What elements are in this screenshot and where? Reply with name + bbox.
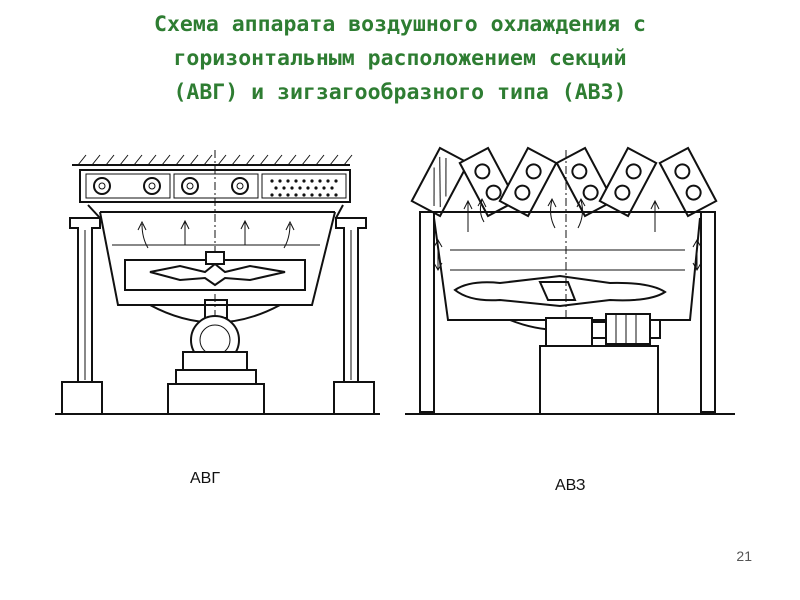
page-number: 21: [736, 548, 752, 564]
avg-electric-motor: [167, 299, 265, 415]
avz-electric-motor: [539, 313, 661, 415]
avz-diagram: [405, 146, 735, 415]
title-line-2: горизонтальным расположением секций: [173, 46, 627, 71]
caption-avz: АВЗ: [555, 477, 586, 494]
title-line-1: Схема аппарата воздушного охлаждения с: [154, 12, 646, 37]
avg-heat-exchange-sections: [79, 150, 351, 415]
title-line-3: (АВГ) и зигзагообразного типа (АВЗ): [173, 80, 627, 105]
avz-airflow-arrows: [463, 197, 660, 232]
avg-support-columns: [55, 204, 380, 415]
avz-diffuser: [433, 150, 701, 415]
caption-avg: АВГ: [190, 470, 221, 487]
avz-zigzag-sections: [410, 146, 718, 218]
slide-title: Схема аппарата воздушного охлаждения с г…: [40, 8, 760, 110]
avg-frame-top: [72, 154, 353, 166]
avg-diffuser: [99, 211, 336, 324]
avg-diagram: [55, 150, 380, 415]
avg-airflow-arrows: [137, 219, 295, 249]
